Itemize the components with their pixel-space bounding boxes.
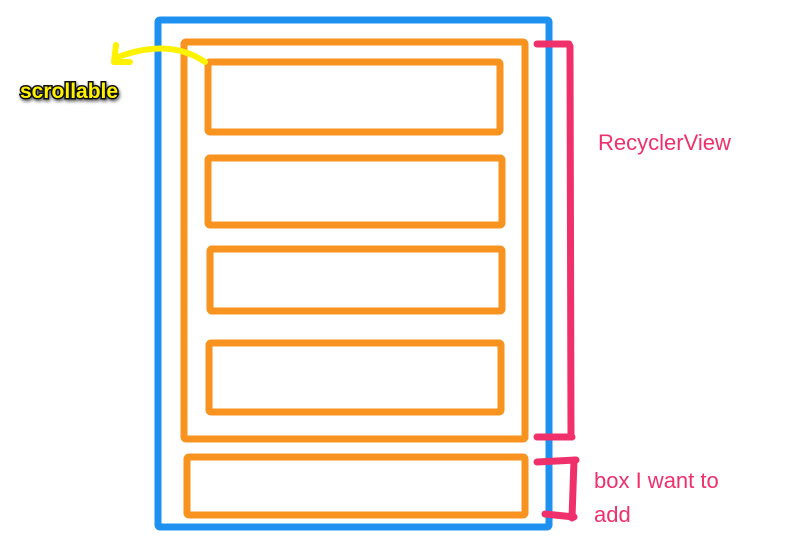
recycler-view-label: RecyclerView [598,130,731,155]
scroll-arrow-icon [111,42,208,65]
recycler-view-box [180,38,529,443]
added-box [183,453,529,519]
list-item [204,58,504,136]
list-item [205,339,505,416]
added-box-bracket [533,456,580,522]
screen-outline [154,16,553,531]
added-box-label-line2: add [594,502,631,527]
list-item [206,245,506,315]
recycler-view-bracket [533,40,576,441]
added-box-label-line1: box I want to [594,468,719,493]
list-item [204,154,506,229]
scrollable-label: scrollable [20,80,118,103]
